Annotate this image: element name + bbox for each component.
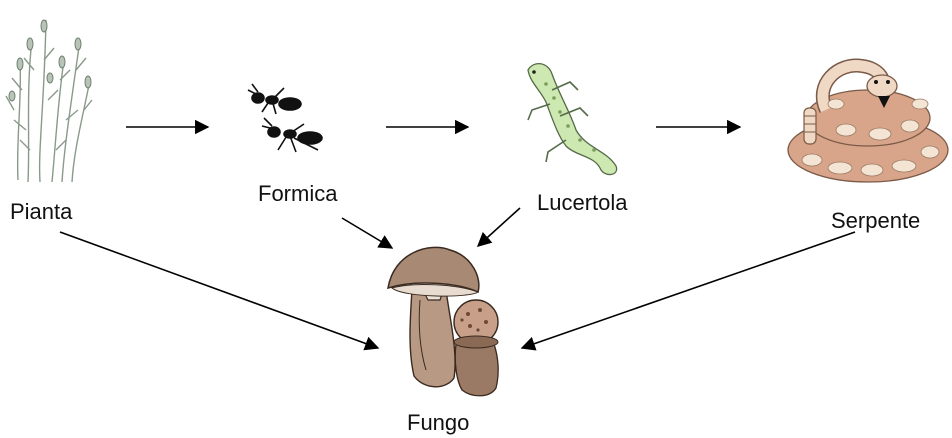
arrow-lizard-to-fungus <box>478 208 520 246</box>
fungus-label: Fungo <box>407 410 469 435</box>
rattlesnake-icon <box>788 66 948 182</box>
grass-plant-icon <box>6 20 92 182</box>
lizard-icon <box>528 64 617 175</box>
arrow-snake-to-fungus <box>522 232 855 348</box>
arrow-ant-to-fungus <box>342 218 392 248</box>
arrow-plant-to-fungus <box>60 232 378 348</box>
snake-label: Serpente <box>831 208 920 233</box>
lizard-label: Lucertola <box>537 190 628 215</box>
mushroom-icon <box>388 247 498 395</box>
ant-icon <box>248 84 322 152</box>
plant-label: Pianta <box>10 199 73 224</box>
ant-label: Formica <box>258 181 338 206</box>
